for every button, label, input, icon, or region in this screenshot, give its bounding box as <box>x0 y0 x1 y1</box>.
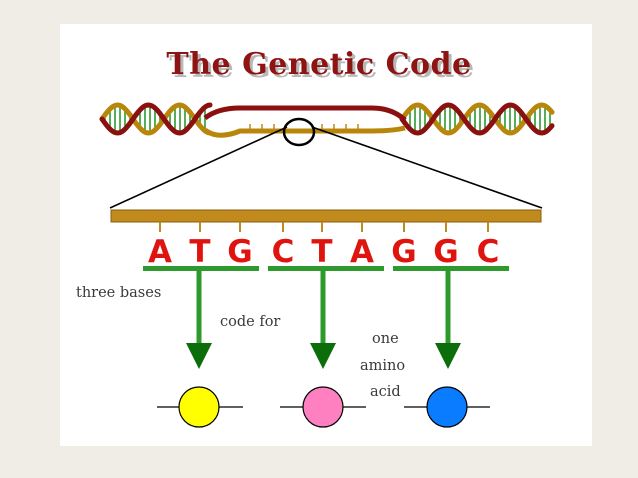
label-one: one <box>372 331 399 347</box>
dna-unwound-bottom <box>203 125 406 138</box>
zoom-line-left <box>109 126 288 209</box>
amino-acid-3 <box>404 386 490 428</box>
base-letter: T <box>189 234 210 270</box>
base-letter: C <box>477 234 500 270</box>
dna-unwound-ticks <box>249 124 359 129</box>
base-letter: G <box>391 234 416 270</box>
zoom-line-right <box>311 126 543 209</box>
amino-acid-2 <box>280 386 366 428</box>
dna-helix <box>99 102 555 138</box>
title-shadow: The Genetic Code <box>169 50 474 85</box>
label-code-for: code for <box>220 314 280 330</box>
label-three-bases: three bases <box>76 285 161 301</box>
dna-unwound-top <box>203 105 407 122</box>
base-letter: G <box>227 234 252 270</box>
page-title: The Genetic Code <box>166 47 471 82</box>
codon-bar-3 <box>393 266 509 271</box>
codon-bar-2 <box>268 266 384 271</box>
arrow-1 <box>186 271 212 369</box>
base-letter: T <box>311 234 332 270</box>
arrow-2 <box>310 271 336 369</box>
base-letter: A <box>350 234 374 270</box>
gene-bar-ticks <box>159 222 489 232</box>
gene-bar <box>110 209 542 223</box>
diagram-card <box>60 24 592 446</box>
zoom-circle <box>282 117 316 147</box>
codon-bar-1 <box>143 266 259 271</box>
label-amino: amino <box>360 358 405 374</box>
base-letter: C <box>272 234 295 270</box>
label-acid: acid <box>370 384 401 400</box>
base-letter: A <box>148 234 172 270</box>
dna-strand-front <box>99 102 555 136</box>
arrow-3 <box>435 271 461 369</box>
base-letter: G <box>433 234 458 270</box>
amino-acid-1 <box>157 386 243 428</box>
